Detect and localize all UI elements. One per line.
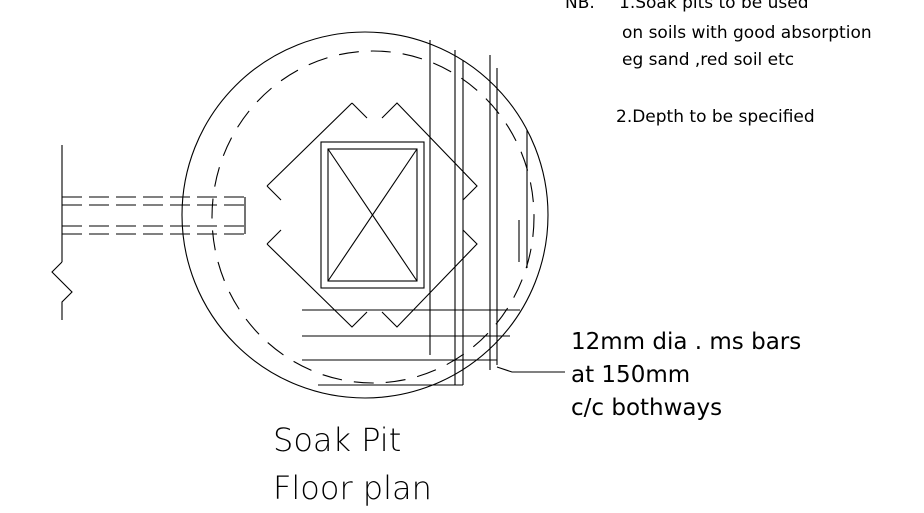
- pit-inner-dashed-circle: [211, 50, 535, 384]
- horizontal-bars: [302, 309, 520, 386]
- drawing-title-line-1: Soak Pit: [273, 421, 402, 459]
- pit-outer-circle: [181, 31, 549, 399]
- note-line-4: 2.Depth to be specified: [616, 107, 815, 127]
- note-line-1: 1.Soak pits to be used: [619, 0, 809, 13]
- bar-marks: [518, 130, 528, 268]
- vertical-bars: [429, 40, 498, 385]
- bars-label-line-2: at 150mm: [571, 362, 691, 388]
- chamber-diamond: [266, 102, 478, 328]
- drawing-title-line-2: Floor plan: [273, 469, 432, 507]
- inlet-pipe: [62, 196, 246, 235]
- break-line: [51, 145, 73, 320]
- note-line-2: on soils with good absorption: [622, 23, 872, 43]
- nb-prefix: NB.: [565, 0, 595, 13]
- bars-leader-line: [496, 366, 565, 373]
- bars-label-line-3: c/c bothways: [571, 395, 723, 421]
- note-line-3: eg sand ,red soil etc: [622, 50, 795, 70]
- central-chamber: [320, 141, 425, 289]
- bars-label-line-1: 12mm dia . ms bars: [571, 329, 802, 355]
